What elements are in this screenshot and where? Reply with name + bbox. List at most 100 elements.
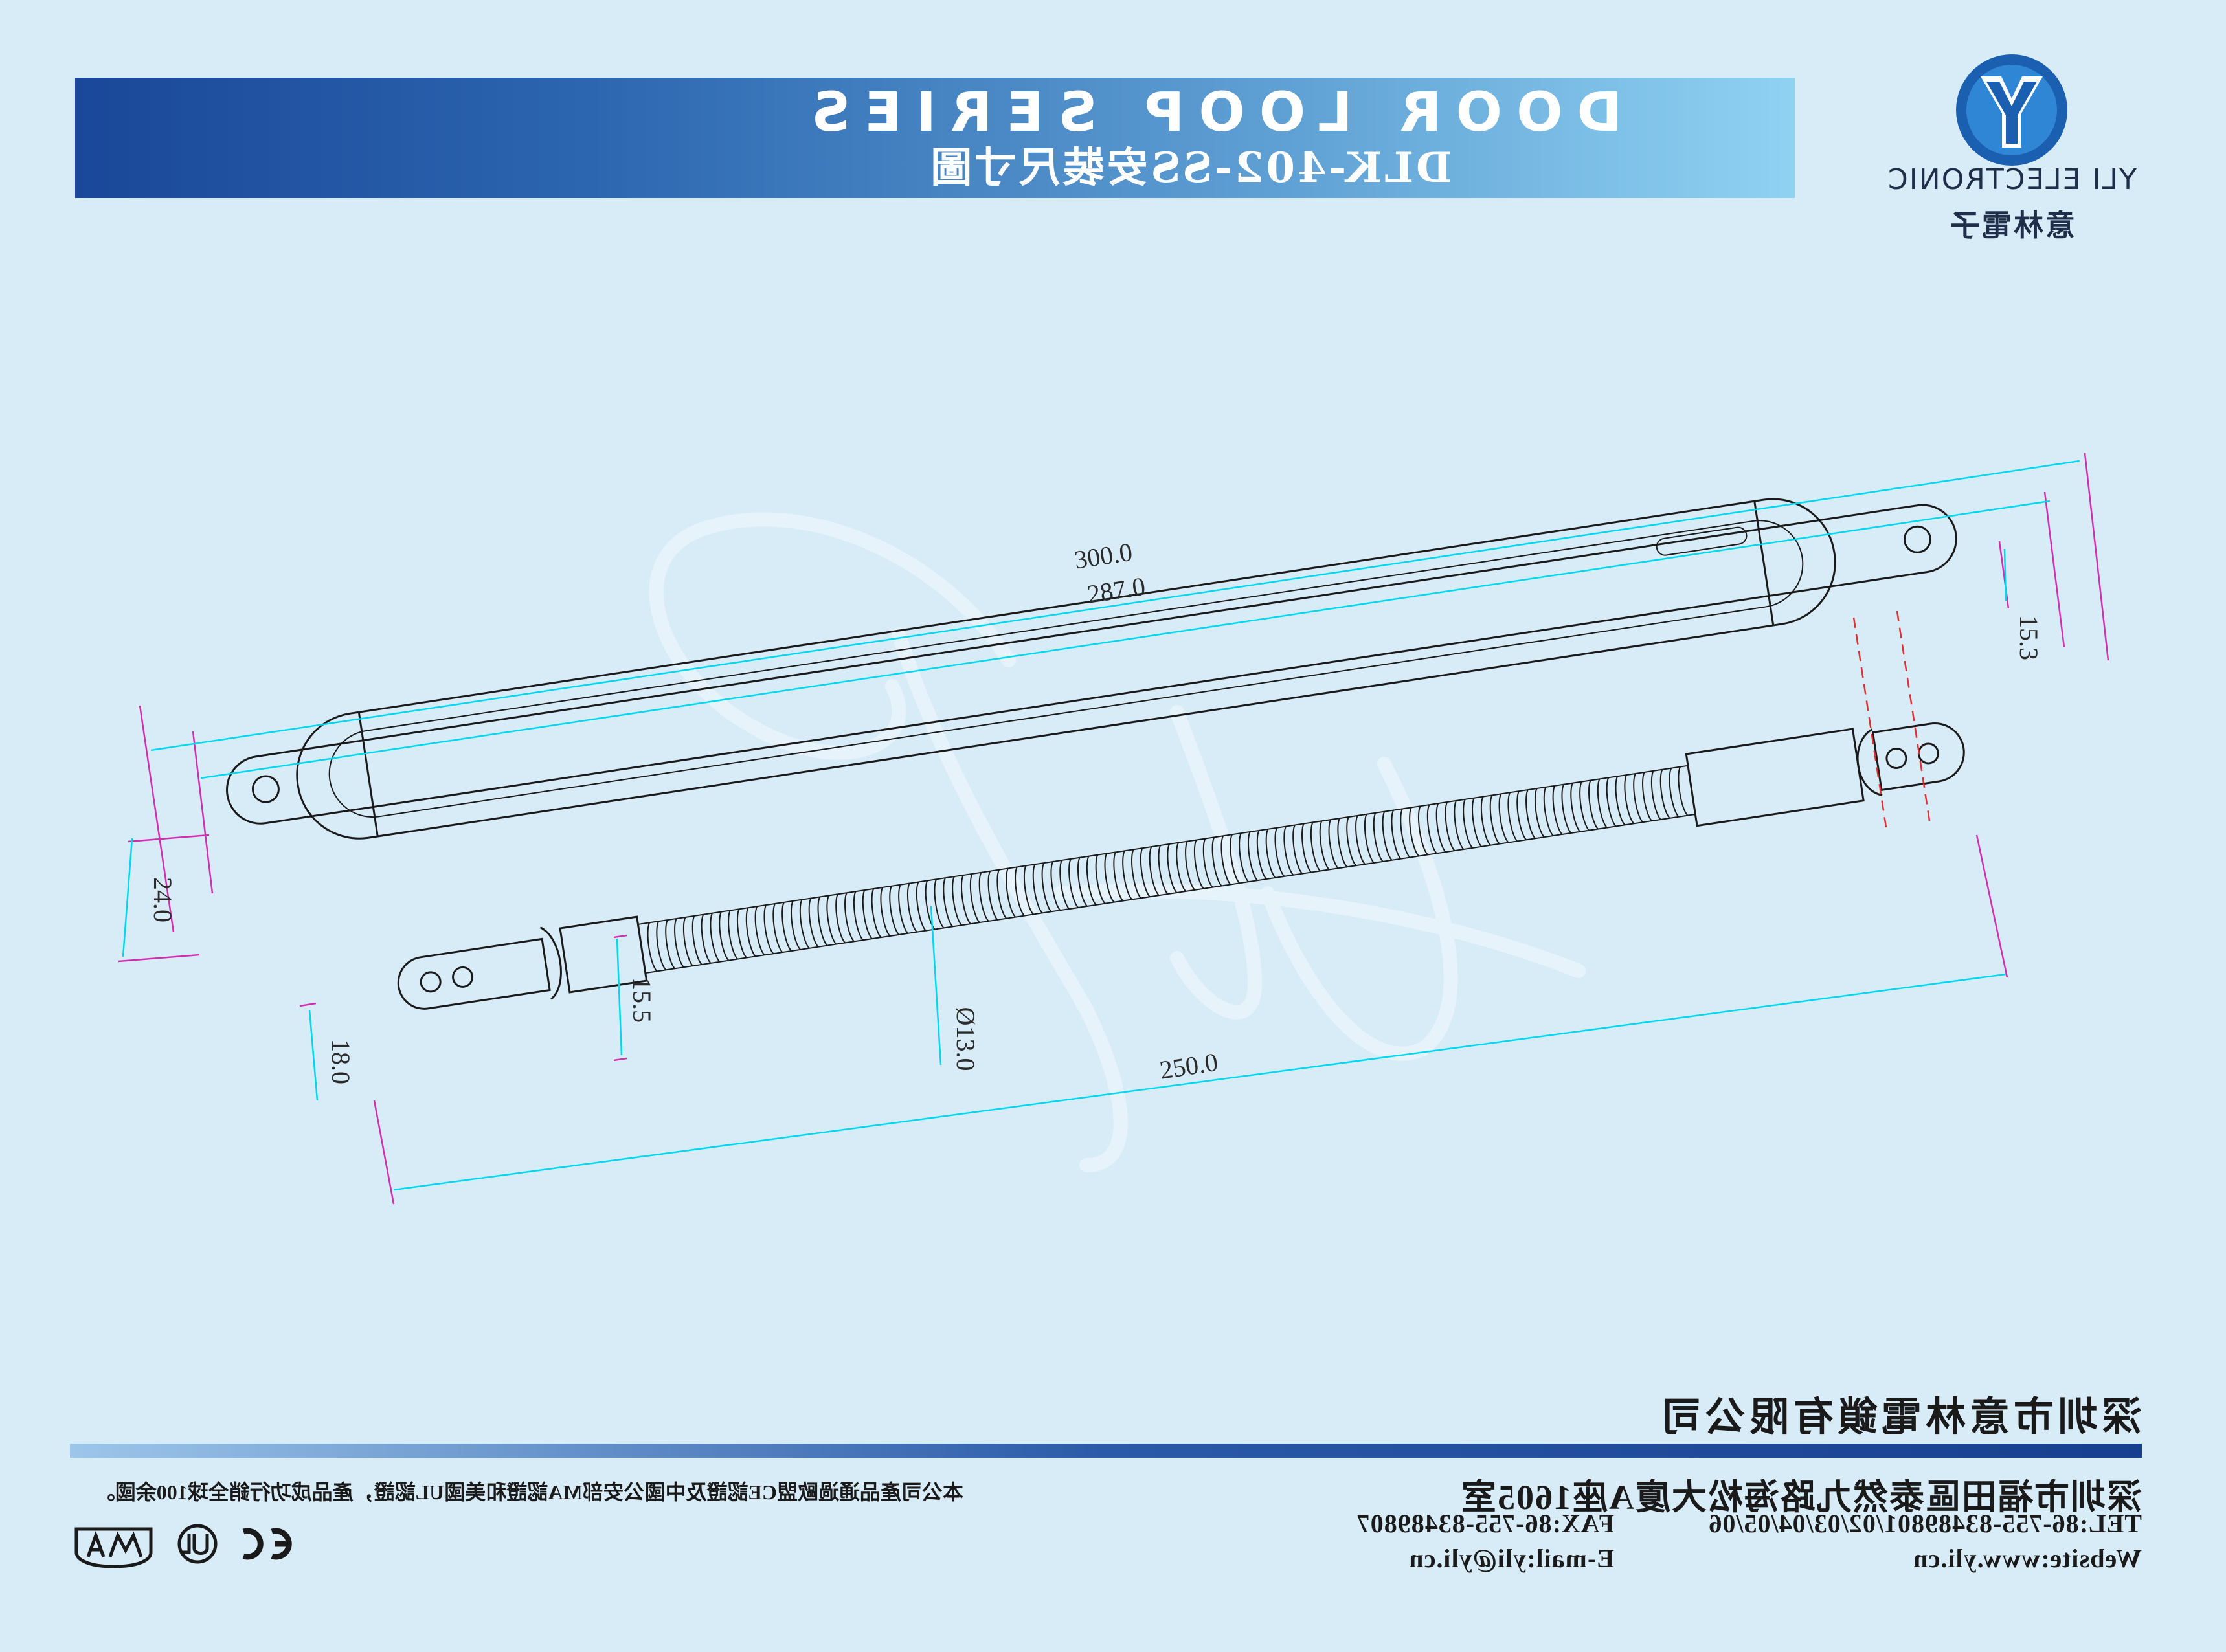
spring-coil <box>1247 831 1258 881</box>
spring-coil <box>1256 830 1267 880</box>
cover-outer <box>296 498 1836 840</box>
spring-coil <box>1650 770 1661 820</box>
spring-coil <box>1561 784 1572 834</box>
spring-coil <box>1642 772 1652 821</box>
spring-coil <box>1202 838 1213 888</box>
spring-coil <box>1068 858 1079 908</box>
armored-loop <box>397 722 1965 1010</box>
spring-coil <box>682 917 693 966</box>
spring-coil <box>1211 836 1222 887</box>
spring-coil <box>1265 829 1276 878</box>
dim-sleeve-height: 15.5 <box>627 977 657 1023</box>
spring-coil <box>719 911 730 961</box>
spring-coil <box>898 884 908 934</box>
spring-coil <box>1104 853 1115 903</box>
spring-coil <box>1364 814 1375 864</box>
spring-coil <box>835 893 846 944</box>
spring-coil <box>1445 801 1456 851</box>
spring-coil <box>952 876 963 926</box>
spring-coil <box>1274 827 1285 877</box>
spring-coil <box>1140 847 1151 897</box>
spring-coil <box>808 898 819 948</box>
ma-cert-icon <box>74 1527 153 1568</box>
spring-coil <box>1167 843 1178 893</box>
spring-coil <box>1328 819 1339 869</box>
spring-coil <box>1193 840 1204 889</box>
spring-coil <box>1382 811 1393 861</box>
spring-coil <box>871 888 882 938</box>
spring-coil <box>817 897 828 946</box>
spring-coil <box>987 871 998 921</box>
spring-coil <box>1391 810 1402 860</box>
spring-coil <box>1015 866 1025 917</box>
spring-coil <box>1489 795 1500 845</box>
spring-coil <box>1319 820 1330 871</box>
ul-cert-icon <box>177 1524 218 1564</box>
spring-coil <box>1301 823 1312 873</box>
spring-coil <box>1659 769 1670 819</box>
spring-coil <box>1454 800 1465 850</box>
spring-coil <box>1615 776 1626 826</box>
spring-coils <box>647 766 1689 972</box>
spring-coil <box>1158 845 1169 895</box>
mount-hole-left <box>1903 525 1931 553</box>
spring-coil <box>1507 792 1518 842</box>
door-loop-body <box>226 498 1957 840</box>
spring-coil <box>1579 781 1590 831</box>
spring-coil <box>1525 789 1536 839</box>
spring-coil <box>1498 793 1509 843</box>
mounting-plate <box>226 504 1957 825</box>
dim-spring-diameter: Ø13.0 <box>951 1007 980 1071</box>
spring-coil <box>1230 834 1241 884</box>
spring-coil <box>745 907 756 957</box>
spring-coil <box>943 877 954 928</box>
spring-coil <box>1077 857 1088 907</box>
spring-coil <box>647 922 658 972</box>
spring-coil <box>1570 783 1581 832</box>
bracket-left <box>1871 722 1965 792</box>
spring-coil <box>1543 787 1554 836</box>
spring-coil <box>736 908 747 959</box>
spring-coil <box>754 906 765 956</box>
spring-coil <box>961 875 971 924</box>
spring-coil <box>674 918 684 968</box>
spring-coil <box>701 914 712 964</box>
spring-coil <box>691 915 703 965</box>
spring-coil <box>1220 835 1231 886</box>
spring-coil <box>1041 862 1052 913</box>
spring-coil <box>728 910 738 960</box>
spring-coil <box>1435 803 1446 853</box>
spring-coil <box>1032 864 1043 914</box>
dimension-lines <box>122 460 2080 1191</box>
spring-coil <box>1400 808 1411 858</box>
spring-coil <box>1176 842 1187 892</box>
sleeve-right <box>559 915 648 994</box>
spring-coil <box>1346 816 1357 866</box>
spring-coil <box>781 902 793 952</box>
spring-coil <box>1534 788 1545 838</box>
spring-coil <box>799 899 810 949</box>
spring-coil <box>1131 849 1141 899</box>
spring-coil <box>1086 856 1097 906</box>
spring-coil <box>665 919 676 969</box>
spring-coil <box>1283 826 1294 876</box>
spring-coil <box>1006 868 1017 918</box>
spring-coil <box>1516 790 1527 841</box>
spring-coil <box>880 887 891 937</box>
spring-coil <box>1292 825 1303 875</box>
dim-bracket-width: 18.0 <box>326 1039 355 1084</box>
spring-coil <box>1355 815 1366 865</box>
spring-coil <box>1149 846 1160 896</box>
spring-coil <box>710 913 721 963</box>
bracket-right <box>397 937 551 1010</box>
spring-coil <box>844 892 855 943</box>
spring-coil <box>1418 805 1428 856</box>
spring-coil <box>826 895 837 945</box>
mount-hole-right <box>251 775 280 803</box>
spring-coil <box>763 904 774 954</box>
spring-coil <box>1633 773 1644 823</box>
spring-coil <box>772 903 783 953</box>
